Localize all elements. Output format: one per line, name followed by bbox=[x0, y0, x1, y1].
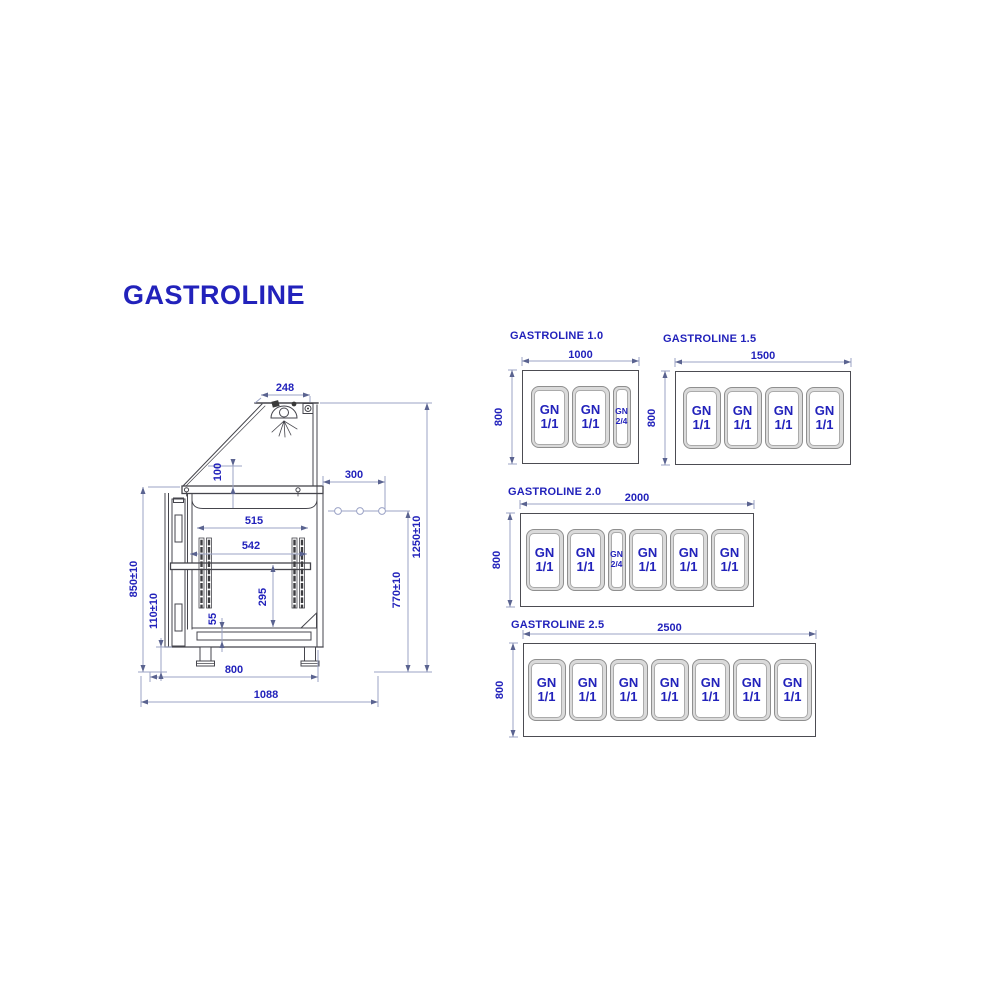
side-view-dimensions bbox=[138, 392, 432, 707]
gn-pan-size: 1/1 bbox=[720, 559, 739, 574]
dim-bottom-gap: 55 bbox=[207, 613, 219, 625]
gn-pan-label: GN bbox=[691, 402, 712, 418]
gn-pan-label: GN bbox=[534, 544, 555, 560]
gn-pan-size: 1/1 bbox=[581, 416, 600, 431]
gn-pan-label: GN bbox=[700, 674, 721, 690]
panel-depth-dim: 800 bbox=[493, 408, 505, 426]
gn-pan-size: 1/1 bbox=[638, 559, 657, 574]
panel-title: GASTROLINE 1.0 bbox=[510, 330, 604, 342]
side-view-structure bbox=[164, 400, 324, 667]
panel-depth-dim: 800 bbox=[491, 551, 503, 569]
gn-pan-label: GN bbox=[719, 544, 740, 560]
dim-top-width: 248 bbox=[276, 382, 294, 394]
gn-pan-size: 1/1 bbox=[578, 689, 597, 704]
gn-pan-size: 1/1 bbox=[774, 417, 793, 432]
dim-depth: 800 bbox=[225, 664, 243, 676]
dim-front-height: 850±10 bbox=[128, 561, 140, 598]
panel-title: GASTROLINE 2.0 bbox=[508, 486, 602, 498]
gn-pan-size: 1/1 bbox=[660, 689, 679, 704]
gn-pan-label: GN bbox=[637, 544, 658, 560]
gn-pan-label: GN bbox=[678, 544, 699, 560]
gn-pan-size: 1/1 bbox=[619, 689, 638, 704]
gn-pan-size: 1/1 bbox=[701, 689, 720, 704]
gn-pan-size: 1/1 bbox=[537, 689, 556, 704]
gn-pan-label: GN bbox=[618, 674, 639, 690]
gn-pan-label: GN bbox=[741, 674, 762, 690]
gn-pan-size: 1/1 bbox=[783, 689, 802, 704]
panel-depth-dim: 800 bbox=[494, 681, 506, 699]
panel-dimension-lines: 2500 800 bbox=[494, 622, 817, 738]
gn-pan-label: GN bbox=[659, 674, 680, 690]
dim-inner-height: 295 bbox=[257, 588, 269, 606]
gn-pan-label: GN bbox=[580, 401, 601, 417]
panel-width-dim: 1000 bbox=[568, 349, 592, 361]
panel-depth-dim: 800 bbox=[646, 409, 658, 427]
gn-pan-size: 1/1 bbox=[692, 417, 711, 432]
panel-title: GASTROLINE 1.5 bbox=[663, 333, 757, 345]
gn-pan-size: 1/1 bbox=[742, 689, 761, 704]
dim-glass-height: 100 bbox=[212, 463, 224, 481]
page-title: GASTROLINE bbox=[123, 280, 306, 310]
gn-pan-label: GN bbox=[536, 674, 557, 690]
gn-pan-label: GN bbox=[610, 549, 623, 560]
side-view-dimension-labels: 248 100 300 515 542 295 55 850±10 110±10… bbox=[128, 382, 423, 701]
dim-rear-height: 770±10 bbox=[391, 572, 403, 609]
gn-pan-size: 1/1 bbox=[679, 559, 698, 574]
panel-width-dim: 2000 bbox=[625, 492, 649, 504]
gn-pan-size: 1/1 bbox=[535, 559, 554, 574]
panel-dimension-lines: 2000 800 bbox=[491, 492, 755, 608]
gn-pan-size: 1/1 bbox=[540, 416, 559, 431]
dim-plinth-height: 110±10 bbox=[148, 593, 160, 629]
gn-pan-size: 2/4 bbox=[610, 559, 623, 569]
gn-pan-label: GN bbox=[814, 402, 835, 418]
panel-width-dim: 1500 bbox=[751, 350, 775, 362]
panel-title: GASTROLINE 2.5 bbox=[511, 619, 605, 631]
dim-total-height: 1250±10 bbox=[411, 516, 423, 559]
gn-pan-size: 1/1 bbox=[576, 559, 595, 574]
gn-pan-label: GN bbox=[782, 674, 803, 690]
dim-total-depth: 1088 bbox=[254, 689, 278, 701]
panel-dimension-lines: 1000 800 bbox=[493, 349, 640, 465]
dim-inner-width-upper: 515 bbox=[245, 515, 263, 527]
gn-pan-size: 1/1 bbox=[733, 417, 752, 432]
gn-pan-size: 2/4 bbox=[615, 416, 628, 426]
panel-width-dim: 2500 bbox=[657, 622, 681, 634]
gn-pan-label: GN bbox=[539, 401, 560, 417]
dim-rear-offset: 300 bbox=[345, 469, 363, 481]
dim-inner-width-lower: 542 bbox=[242, 540, 260, 552]
gn-pan-size: 1/1 bbox=[815, 417, 834, 432]
panel-dimension-lines: 1500 800 bbox=[646, 350, 852, 466]
gn-pan-label: GN bbox=[773, 402, 794, 418]
gn-pan-label: GN bbox=[732, 402, 753, 418]
gn-pan-label: GN bbox=[577, 674, 598, 690]
gn-pan-label: GN bbox=[575, 544, 596, 560]
gn-pan-label: GN bbox=[615, 406, 628, 417]
